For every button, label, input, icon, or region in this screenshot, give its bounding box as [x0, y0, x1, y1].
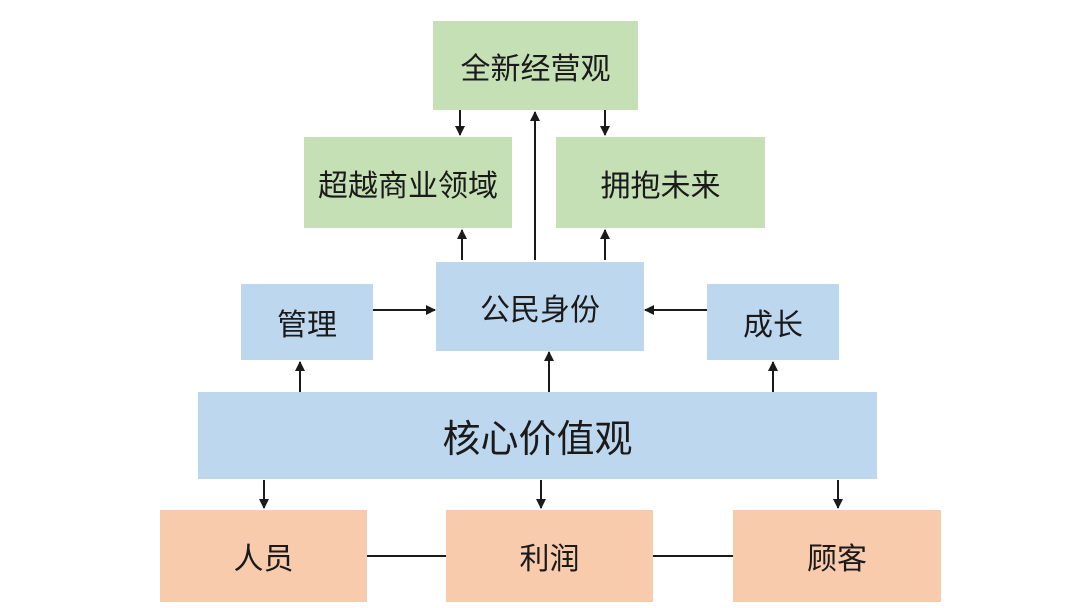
node-core-values: 核心价值观	[198, 392, 877, 479]
node-profit: 利润	[446, 510, 653, 602]
node-citizen-identity: 公民身份	[436, 262, 644, 351]
node-beyond-business: 超越商业领域	[304, 137, 512, 228]
node-people: 人员	[160, 510, 367, 602]
node-growth: 成长	[707, 284, 839, 360]
node-embrace-future: 拥抱未来	[556, 137, 765, 228]
node-customers: 顾客	[733, 510, 941, 602]
node-management: 管理	[241, 284, 373, 360]
node-vision: 全新经营观	[433, 21, 638, 110]
